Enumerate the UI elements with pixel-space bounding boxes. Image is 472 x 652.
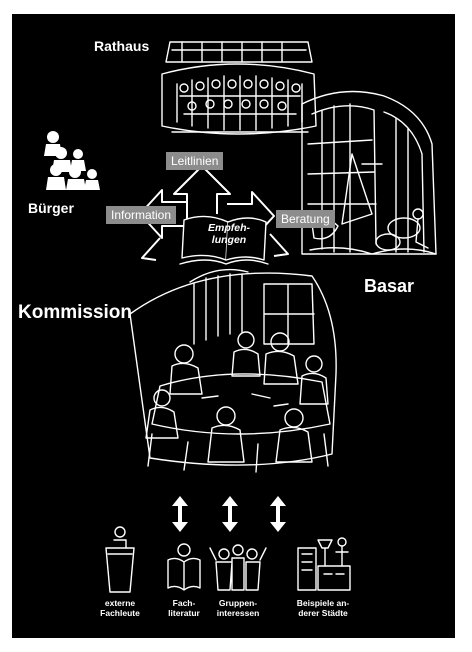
double-arrow-icon: [270, 496, 286, 532]
empfehlungen-label: Empfeh- lungen: [192, 222, 266, 246]
reader-icon: [168, 544, 200, 590]
caption-line-2: derer Städte: [282, 608, 364, 618]
buerger-figures: [44, 131, 100, 190]
double-arrows: [172, 496, 286, 532]
group-icon: [210, 545, 266, 590]
caption-line-1: Fach-: [158, 598, 210, 608]
sketch-layer: [12, 14, 455, 638]
source-caption-gruppeninteressen: Gruppen- interessen: [208, 598, 268, 618]
basar-sketch: [302, 92, 436, 255]
city-examples-icon: [298, 538, 350, 590]
double-arrow-icon: [222, 496, 238, 532]
rathaus-label: Rathaus: [94, 38, 149, 54]
information-box: Information: [106, 206, 176, 224]
source-caption-fachliteratur: Fach- literatur: [158, 598, 210, 618]
podium-speaker-icon: [106, 527, 134, 592]
kommission-sketch: [130, 270, 336, 472]
empfehlungen-line-2: lungen: [192, 234, 266, 246]
caption-line-2: literatur: [158, 608, 210, 618]
caption-line-2: interessen: [208, 608, 268, 618]
caption-line-1: Gruppen-: [208, 598, 268, 608]
basar-label: Basar: [364, 276, 414, 297]
caption-line-1: Beispiele an-: [282, 598, 364, 608]
caption-line-1: externe: [90, 598, 150, 608]
kommission-label: Kommission: [18, 302, 132, 324]
buerger-label: Bürger: [28, 200, 74, 216]
rathaus-sketch: [162, 42, 316, 134]
diagram-canvas: Rathaus Bürger Basar Kommission Leitlini…: [12, 14, 455, 638]
leitlinien-box: Leitlinien: [166, 152, 223, 170]
beratung-box: Beratung: [276, 210, 335, 228]
empfehlungen-line-1: Empfeh-: [192, 222, 266, 234]
source-caption-externe-fachleute: externe Fachleute: [90, 598, 150, 618]
source-caption-beispiele: Beispiele an- derer Städte: [282, 598, 364, 618]
double-arrow-icon: [172, 496, 188, 532]
caption-line-2: Fachleute: [90, 608, 150, 618]
